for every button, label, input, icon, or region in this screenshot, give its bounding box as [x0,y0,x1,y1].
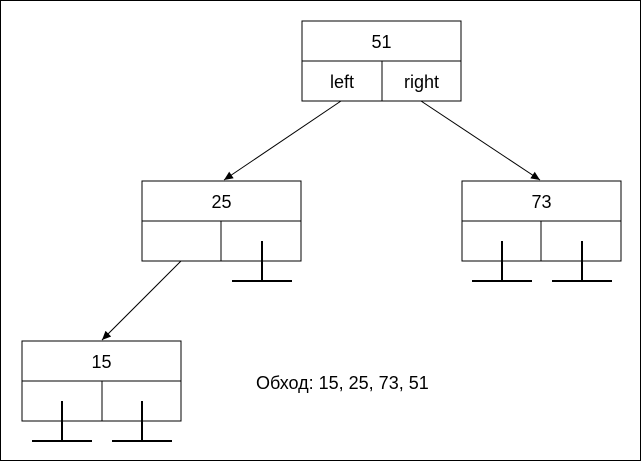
tree-node-25: 25 [141,180,302,282]
null-pointer-icon [472,241,532,282]
node-value: 25 [211,192,231,212]
null-pointer-icon [112,401,172,442]
node-value: 15 [91,352,111,372]
right-pointer-label: right [404,72,439,92]
null-pointer-icon [32,401,92,442]
node-value: 73 [531,192,551,212]
tree-node-73: 73 [461,180,622,282]
edge-51-to-73 [420,100,541,181]
traversal-caption: Обход: 15, 25, 73, 51 [256,373,429,393]
tree-node-15: 15 [21,340,182,442]
null-pointer-icon [552,241,612,282]
left-pointer-label: left [330,72,354,92]
tree-edges [101,100,541,341]
edge-51-to-25 [223,100,342,181]
null-pointer-icon [232,241,292,282]
node-value: 51 [371,32,391,52]
edge-25-to-15 [101,260,182,341]
tree-node-51: 51 left right [301,20,462,102]
